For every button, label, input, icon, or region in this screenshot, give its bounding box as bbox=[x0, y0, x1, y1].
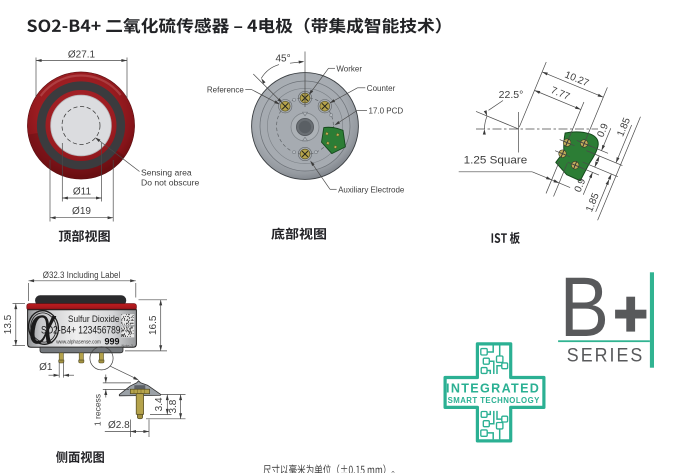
svg-text:Auxiliary Electrode: Auxiliary Electrode bbox=[338, 186, 405, 195]
svg-text:1.25 Square: 1.25 Square bbox=[464, 155, 528, 167]
svg-text:Reference: Reference bbox=[207, 86, 244, 95]
svg-text:Ø1: Ø1 bbox=[39, 362, 53, 373]
svg-text:16.5: 16.5 bbox=[148, 315, 159, 335]
svg-text:3.8: 3.8 bbox=[168, 399, 179, 413]
svg-text:Ø19: Ø19 bbox=[72, 206, 91, 217]
svg-text:3.4: 3.4 bbox=[154, 397, 165, 411]
svg-text:13.5: 13.5 bbox=[3, 314, 14, 334]
svg-text:Counter: Counter bbox=[367, 84, 396, 93]
svg-text:Ø27.1: Ø27.1 bbox=[68, 50, 96, 61]
svg-text:Sensing area: Sensing area bbox=[141, 168, 192, 178]
svg-text:Sulfur Dioxide: Sulfur Dioxide bbox=[68, 313, 120, 324]
svg-text:SMART TECHNOLOGY: SMART TECHNOLOGY bbox=[448, 396, 540, 405]
svg-text:7.77: 7.77 bbox=[549, 85, 572, 103]
svg-text:0.9: 0.9 bbox=[596, 122, 612, 139]
svg-text:Do not obscure: Do not obscure bbox=[141, 178, 200, 188]
svg-text:999: 999 bbox=[104, 337, 119, 347]
svg-text:22.5°: 22.5° bbox=[499, 89, 524, 101]
svg-text:45°: 45° bbox=[276, 54, 291, 65]
svg-text:SERIES: SERIES bbox=[567, 345, 645, 367]
svg-text:Ø32.3 Including Label: Ø32.3 Including Label bbox=[43, 270, 121, 280]
svg-text:1 recess: 1 recess bbox=[92, 394, 102, 426]
svg-text:Worker: Worker bbox=[336, 65, 362, 74]
svg-text:INTEGRATED: INTEGRATED bbox=[446, 381, 540, 395]
svg-text:B: B bbox=[560, 260, 609, 355]
svg-text:17.0 PCD: 17.0 PCD bbox=[369, 107, 404, 116]
svg-text:0.9: 0.9 bbox=[573, 177, 589, 194]
svg-text:Ø11: Ø11 bbox=[73, 187, 92, 198]
svg-text:SO2-B4+ 123456789: SO2-B4+ 123456789 bbox=[41, 325, 121, 337]
svg-text:Ø2.8: Ø2.8 bbox=[108, 420, 130, 431]
svg-text:www.alphasense.com: www.alphasense.com bbox=[56, 339, 101, 345]
svg-text:Note-3: Note-3 bbox=[122, 344, 133, 348]
